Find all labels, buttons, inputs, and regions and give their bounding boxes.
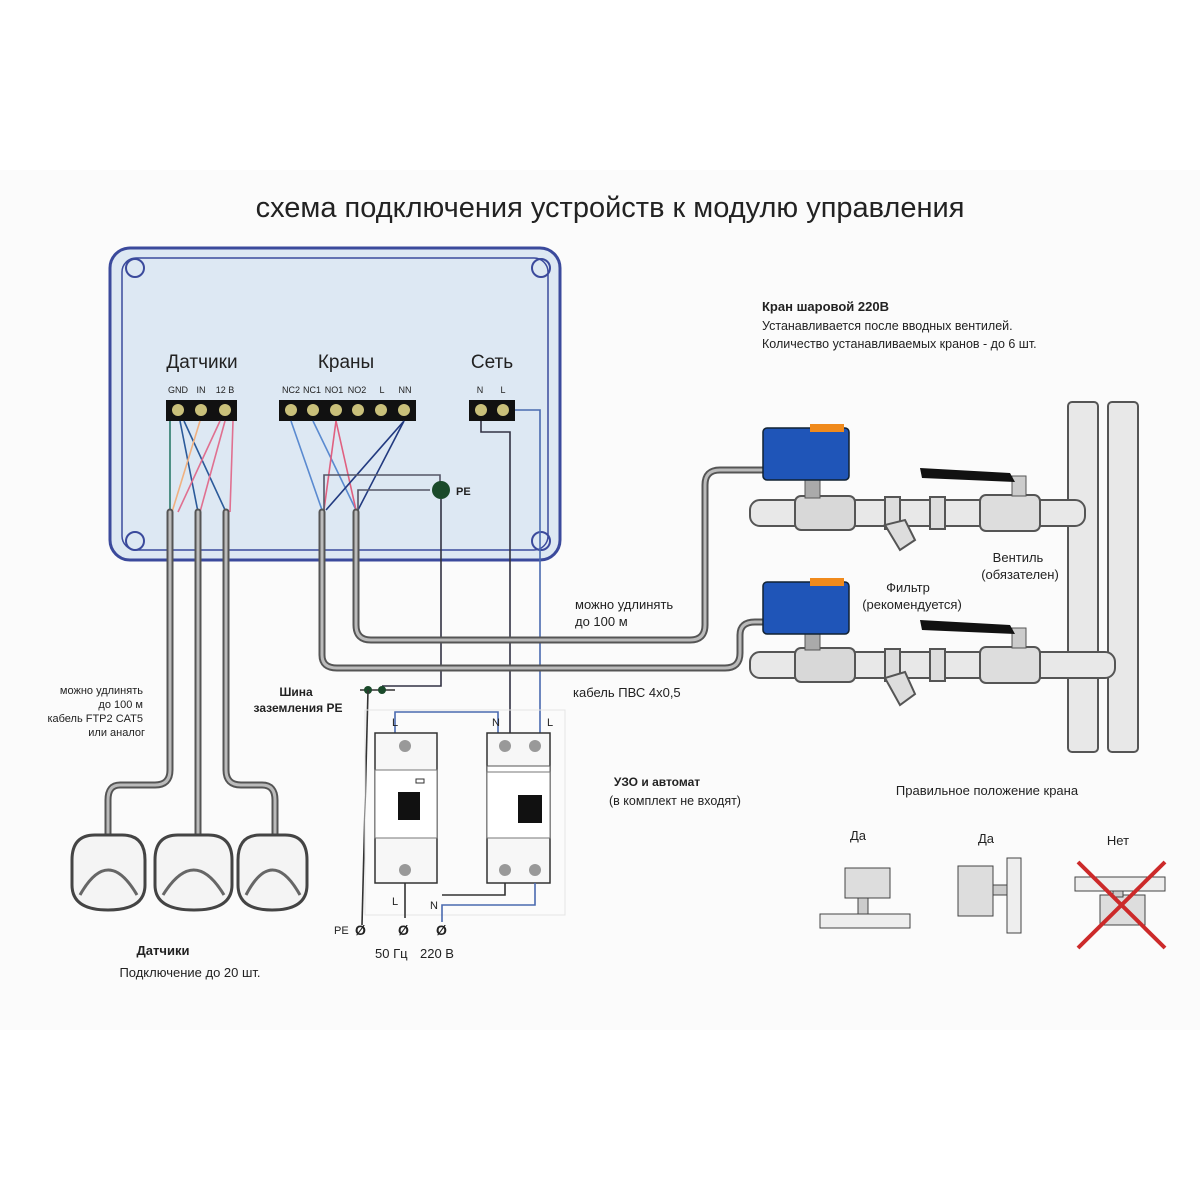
valves-group-label: Краны <box>318 352 374 373</box>
pe-terminal-label: PE <box>456 486 471 498</box>
terminal-label: PE <box>334 925 349 937</box>
valve-assembly-2 <box>749 578 1116 707</box>
position-yes-label: Да <box>978 831 995 846</box>
riser-pipe <box>1107 401 1139 753</box>
valve-cable-note: до 100 м <box>575 614 628 629</box>
screw-hole-icon <box>125 258 145 278</box>
valve-position-wrong-icon <box>1074 860 1167 950</box>
valve-position-horizontal-icon <box>819 867 911 929</box>
rcd-toggle-icon <box>518 795 542 823</box>
filter-icon <box>883 670 917 707</box>
actuator-icon <box>762 581 850 635</box>
terminal-label: GND <box>168 385 189 395</box>
terminal-label: NO1 <box>325 385 344 395</box>
control-module: Датчики Краны Сеть GND IN 12 В NC2 NC1 N… <box>108 246 562 562</box>
cross-icon <box>1076 860 1167 950</box>
terminal-symbol-icon: Ø <box>398 922 409 938</box>
mains-terminal-block <box>469 400 515 421</box>
screw-hole-icon <box>531 258 551 278</box>
rcd-note-title: УЗО и автомат <box>614 775 700 789</box>
breaker-area <box>364 709 566 916</box>
breaker-toggle-icon <box>398 792 420 820</box>
actuator-indicator-icon <box>810 578 844 586</box>
mains-wires <box>382 409 541 733</box>
terminal-label: L <box>379 385 384 395</box>
terminal-label: NC2 <box>282 385 300 395</box>
actuator-icon <box>762 427 850 481</box>
terminal-label: L <box>547 717 553 729</box>
terminal-label: N <box>492 717 500 729</box>
ventil-handle-icon <box>920 468 1015 482</box>
filter-label: Фильтр <box>886 580 930 595</box>
sensor-cables <box>104 508 279 844</box>
sensors-caption-subtitle: Подключение до 20 шт. <box>119 965 260 980</box>
terminal-label: N <box>430 900 438 912</box>
filter-icon <box>883 518 917 552</box>
terminal-label: NO2 <box>348 385 367 395</box>
water-sensor-icon <box>153 833 234 912</box>
terminal-label: 12 В <box>216 385 235 395</box>
rcd-device <box>486 732 551 884</box>
terminal-symbol-icon: Ø <box>436 922 447 938</box>
terminal-label: L <box>392 896 398 908</box>
pe-terminal-icon <box>432 481 450 499</box>
diagram-title: схема подключения устройств к модулю упр… <box>256 192 965 224</box>
pe-bus-label: Шина <box>279 685 313 699</box>
terminal-symbol-icon: Ø <box>355 922 366 938</box>
screw-hole-icon <box>125 531 145 551</box>
ventil-label: (обязателен) <box>981 567 1059 582</box>
valve-cable-note: можно удлинять <box>575 597 673 612</box>
pe-bus-label: заземления PE <box>254 701 343 715</box>
valve-info-line: Устанавливается после вводных вентилей. <box>762 319 1013 333</box>
terminal-label: N <box>477 385 484 395</box>
actuator-indicator-icon <box>810 424 844 432</box>
position-yes-label: Да <box>850 828 867 843</box>
sensors-group-label: Датчики <box>166 352 237 373</box>
riser-pipe <box>1067 401 1099 753</box>
valve-cable-type: кабель ПВС 4х0,5 <box>573 685 681 700</box>
sensor-wires <box>169 420 234 513</box>
valve-terminal-block <box>279 400 416 421</box>
sensor-terminal-block <box>166 400 237 421</box>
ventil-handle-icon <box>920 620 1015 634</box>
circuit-breaker <box>374 732 438 884</box>
water-sensors <box>70 833 309 912</box>
frequency-label: 50 Гц <box>375 946 408 961</box>
ventil-label: Вентиль <box>993 550 1044 565</box>
filter-label: (рекомендуется) <box>862 597 962 612</box>
valve-assembly-1 <box>749 424 1086 552</box>
valve-position-vertical-icon <box>957 857 1022 934</box>
position-title: Правильное положение крана <box>896 783 1079 798</box>
sensor-cable-note: кабель FTP2 CAT5 <box>47 713 143 725</box>
water-sensor-icon <box>236 833 309 912</box>
sensor-cable-note: или аналог <box>88 727 145 739</box>
valve-info-line: Количество устанавливаемых кранов - до 6… <box>762 337 1037 351</box>
valve-info-title: Кран шаровой 220В <box>762 299 889 314</box>
voltage-label: 220 В <box>420 946 454 961</box>
water-sensor-icon <box>70 833 147 912</box>
terminal-label: IN <box>197 385 206 395</box>
terminal-label: NC1 <box>303 385 321 395</box>
valve-cables <box>318 466 769 672</box>
terminal-label: NN <box>399 385 412 395</box>
sensor-cable-note: можно удлинять <box>60 685 143 697</box>
mains-group-label: Сеть <box>471 352 513 373</box>
terminal-label: L <box>500 385 505 395</box>
sensors-caption-title: Датчики <box>137 943 190 958</box>
position-no-label: Нет <box>1107 833 1129 848</box>
sensor-cable-note: до 100 м <box>98 699 143 711</box>
rcd-note-subtitle: (в комплект не входят) <box>609 794 741 808</box>
terminal-label: L <box>392 717 398 729</box>
screw-hole-icon <box>531 531 551 551</box>
valve-wires <box>290 420 441 511</box>
